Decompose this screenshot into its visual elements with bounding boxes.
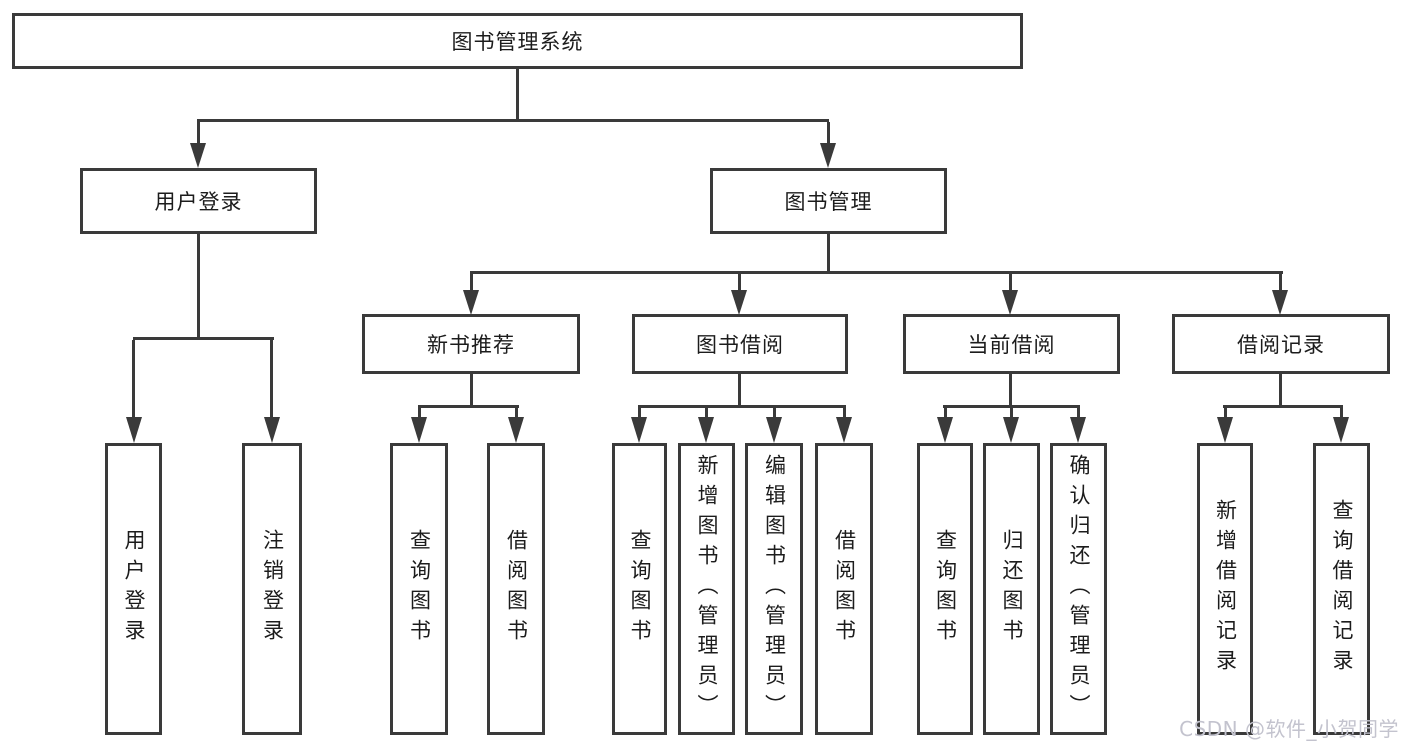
connector-line	[515, 408, 518, 417]
node-label: 注销登录	[260, 529, 285, 649]
connector-line	[1223, 405, 1343, 408]
connector-line	[638, 405, 846, 408]
leaf-confirm-return-admin: 确认归还（管理员）	[1050, 443, 1107, 735]
connector-line	[1340, 408, 1343, 417]
connector-line	[270, 340, 273, 417]
connector-line	[197, 122, 200, 143]
node-label: 新书推荐	[427, 333, 515, 357]
connector-line	[470, 271, 1283, 274]
leaf-query-books-current: 查询图书	[917, 443, 973, 735]
leaf-borrow-books: 借阅图书	[815, 443, 873, 735]
connector-line	[197, 119, 829, 122]
connector-line	[944, 408, 947, 417]
connector-line	[738, 374, 741, 405]
node-label: 新增借阅记录	[1213, 499, 1238, 679]
leaf-query-books-borrow: 查询图书	[612, 443, 667, 735]
node-book-management: 图书管理	[710, 168, 947, 234]
leaf-query-borrow-record: 查询借阅记录	[1313, 443, 1370, 735]
connector-line	[418, 408, 421, 417]
node-label: 用户登录	[154, 190, 243, 214]
node-label: 新增图书（管理员）	[695, 454, 719, 724]
node-book-borrow: 图书借阅	[632, 314, 848, 374]
leaf-borrow-books-recommend: 借阅图书	[487, 443, 545, 735]
arrow-down-icon	[1333, 417, 1349, 443]
leaf-return-book: 归还图书	[983, 443, 1040, 735]
node-label: 借阅图书	[832, 529, 857, 649]
node-label: 编辑图书（管理员）	[762, 454, 787, 724]
connector-line	[843, 408, 846, 417]
leaf-add-borrow-record: 新增借阅记录	[1197, 443, 1253, 735]
arrow-down-icon	[264, 417, 280, 443]
node-label: 借阅记录	[1237, 333, 1325, 357]
node-label: 图书管理	[784, 190, 873, 214]
connector-line	[197, 234, 200, 337]
leaf-query-books-recommend: 查询图书	[390, 443, 448, 735]
watermark: CSDN @软件_小贺同学	[1179, 717, 1399, 741]
connector-line	[132, 340, 135, 417]
arrow-down-icon	[731, 290, 747, 315]
leaf-user-login: 用户登录	[105, 443, 162, 735]
node-label: 归还图书	[1000, 529, 1024, 649]
connector-line	[943, 405, 1080, 408]
connector-line	[1279, 274, 1282, 290]
connector-line	[738, 274, 741, 290]
arrow-down-icon	[190, 143, 206, 168]
connector-line	[1077, 408, 1080, 417]
node-label: 用户登录	[122, 529, 146, 649]
connector-line	[1279, 374, 1282, 405]
node-label: 图书管理系统	[451, 30, 584, 54]
node-label: 图书借阅	[696, 333, 784, 357]
connector-line	[470, 274, 473, 290]
arrow-down-icon	[836, 417, 852, 443]
node-label: 查询借阅记录	[1330, 499, 1354, 679]
arrow-down-icon	[508, 417, 524, 443]
leaf-add-book-admin: 新增图书（管理员）	[678, 443, 735, 735]
arrow-down-icon	[1217, 417, 1233, 443]
connector-line	[827, 122, 830, 143]
arrow-down-icon	[1002, 290, 1018, 315]
node-borrow-records: 借阅记录	[1172, 314, 1390, 374]
arrow-down-icon	[1003, 417, 1019, 443]
node-system-root: 图书管理系统	[12, 13, 1023, 69]
arrow-down-icon	[937, 417, 953, 443]
arrow-down-icon	[698, 417, 714, 443]
node-label: 查询图书	[628, 529, 652, 649]
connector-line	[133, 337, 274, 340]
arrow-down-icon	[1272, 290, 1288, 315]
arrow-down-icon	[126, 417, 142, 443]
connector-line	[638, 408, 641, 417]
arrow-down-icon	[820, 143, 836, 168]
connector-line	[516, 69, 519, 121]
arrow-down-icon	[766, 417, 782, 443]
connector-line	[1010, 408, 1013, 417]
arrow-down-icon	[631, 417, 647, 443]
connector-line	[705, 408, 708, 417]
node-label: 查询图书	[407, 529, 432, 649]
leaf-edit-book-admin: 编辑图书（管理员）	[745, 443, 803, 735]
node-label: 借阅图书	[504, 529, 529, 649]
connector-line	[827, 234, 830, 271]
arrow-down-icon	[1070, 417, 1086, 443]
node-user-login: 用户登录	[80, 168, 317, 234]
node-new-book-recommend: 新书推荐	[362, 314, 580, 374]
node-label: 查询图书	[933, 529, 958, 649]
arrow-down-icon	[411, 417, 427, 443]
node-current-borrow: 当前借阅	[903, 314, 1120, 374]
connector-line	[418, 405, 519, 408]
node-label: 确认归还（管理员）	[1067, 454, 1091, 724]
connector-line	[470, 374, 473, 405]
leaf-logout: 注销登录	[242, 443, 302, 735]
arrow-down-icon	[463, 290, 479, 315]
node-label: 当前借阅	[967, 333, 1056, 357]
connector-line	[1224, 408, 1227, 417]
connector-line	[1009, 274, 1012, 290]
connector-line	[773, 408, 776, 417]
connector-line	[1009, 374, 1012, 405]
